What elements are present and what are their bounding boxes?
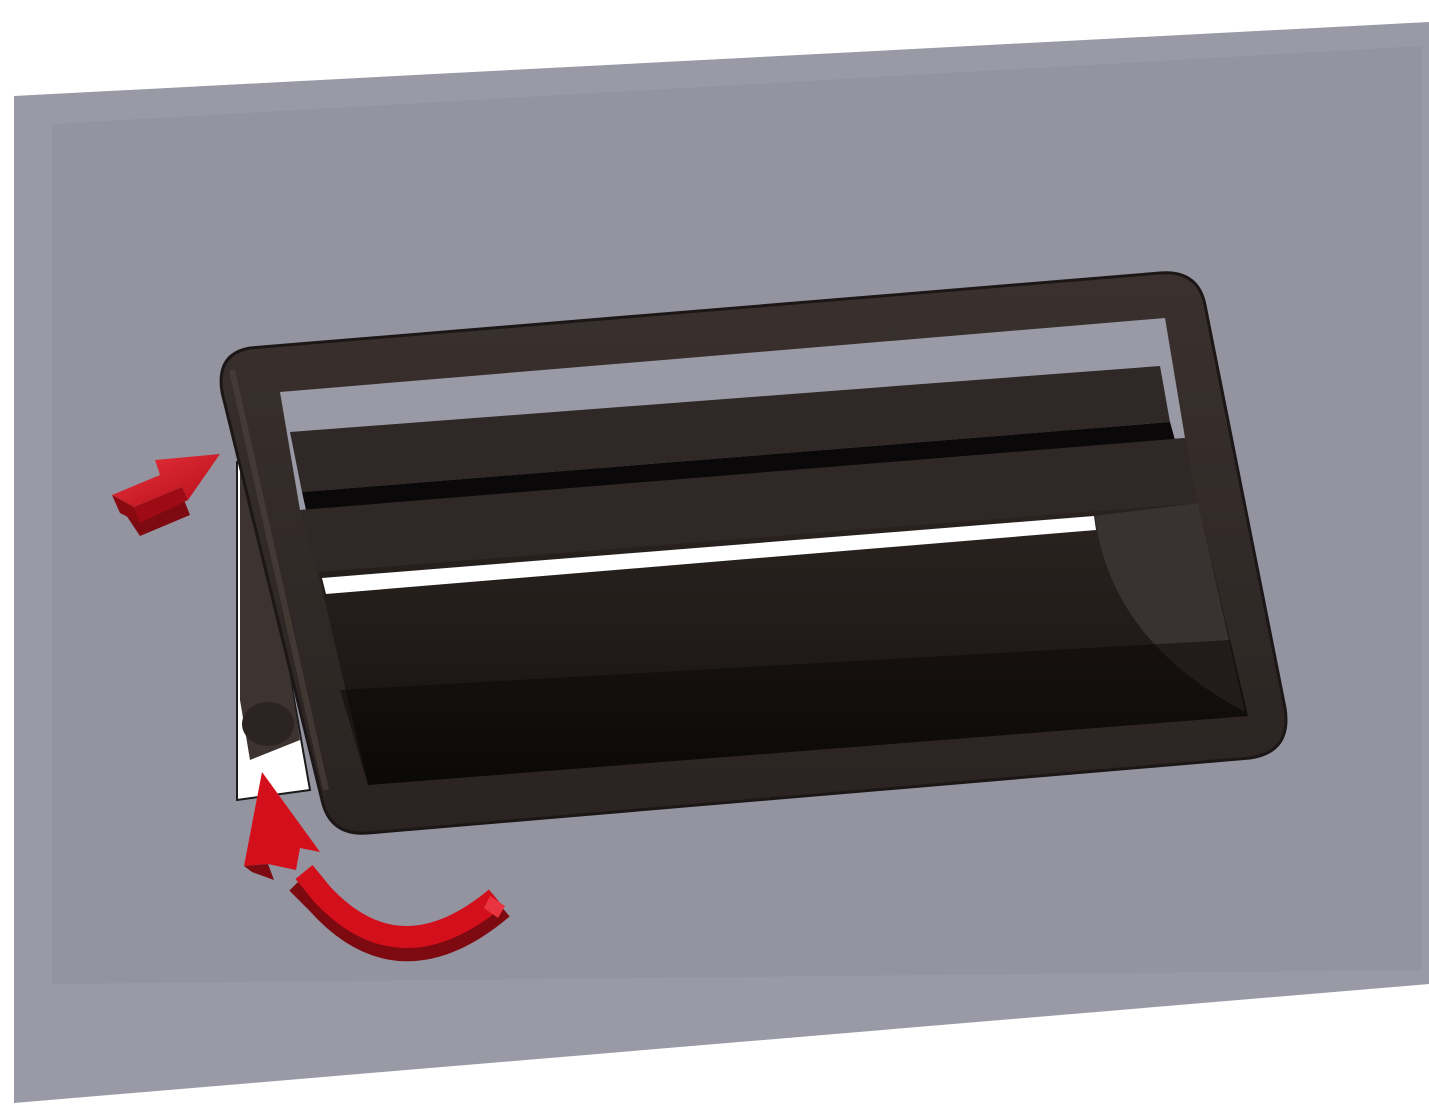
tray-hinge (242, 702, 294, 746)
